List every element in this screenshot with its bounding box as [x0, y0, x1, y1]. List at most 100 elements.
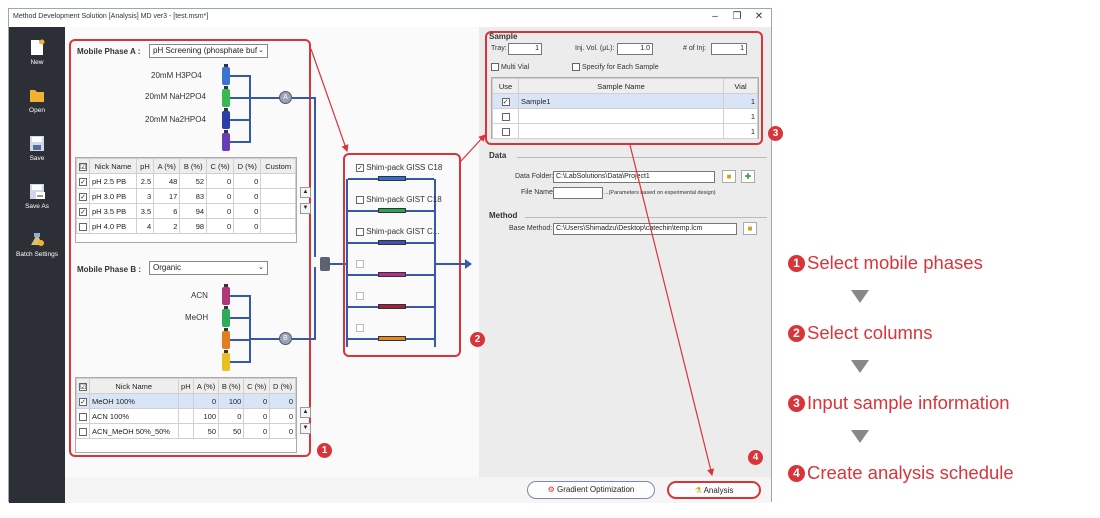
toolbar-save-as-button[interactable]: Save As: [9, 183, 65, 210]
column-1-label: ✓ Shim-pack GISS C18: [356, 163, 442, 172]
col-header[interactable]: C (%): [206, 158, 235, 174]
row-use-checkbox[interactable]: [492, 108, 519, 124]
bottle-a4-icon[interactable]: [222, 130, 230, 151]
move-up-button[interactable]: ▲: [300, 407, 311, 418]
col-header[interactable]: Sample Name: [518, 78, 724, 94]
row-checkbox[interactable]: ✓: [76, 393, 90, 409]
callout-3: 3: [768, 126, 783, 141]
col-header[interactable]: Vial: [723, 78, 758, 94]
toolbar-batch-settings-button[interactable]: Batch Settings: [9, 231, 65, 258]
gradient-optimization-button[interactable]: ⚙ Gradient Optimization: [527, 481, 655, 499]
col-header[interactable]: Use: [492, 78, 519, 94]
tray-input[interactable]: 1: [508, 43, 542, 55]
sample-name-cell[interactable]: Sample1: [518, 93, 724, 109]
col-header[interactable]: D (%): [269, 378, 296, 394]
column-5-checkbox[interactable]: [356, 291, 364, 300]
sample-heading: Sample: [489, 32, 518, 41]
column-slot-3[interactable]: Shim-pack GIST C...: [348, 225, 439, 251]
valve-b-icon: B: [279, 332, 292, 345]
minimize-button[interactable]: –: [712, 11, 718, 22]
column-5-icon: [378, 304, 406, 309]
column-slot-4[interactable]: [348, 257, 434, 283]
col-header[interactable]: Nick Name: [89, 378, 179, 394]
mixer-icon: [320, 257, 330, 271]
column-slot-6[interactable]: [348, 321, 434, 347]
mobile-phase-b-table: ☑ Nick Name pH A (%) B (%) C (%) D (%) ✓…: [75, 377, 297, 453]
toolbar-new-button[interactable]: New: [9, 39, 65, 66]
column-2-checkbox[interactable]: [356, 195, 364, 204]
vial-cell[interactable]: 1: [723, 108, 758, 124]
table-row[interactable]: 1: [492, 108, 758, 124]
num-inj-input[interactable]: 1: [711, 43, 747, 55]
column-slot-2[interactable]: Shim-pack GIST C18: [348, 193, 442, 219]
row-checkbox[interactable]: ✓: [76, 188, 90, 204]
column-1-checkbox[interactable]: ✓: [356, 163, 364, 172]
table-row[interactable]: 1: [492, 123, 758, 139]
column-slot-5[interactable]: [348, 289, 434, 315]
toolbar-save-button[interactable]: Save: [9, 135, 65, 162]
column-6-checkbox[interactable]: [356, 323, 364, 332]
col-header[interactable]: D (%): [233, 158, 262, 174]
file-name-input[interactable]: [553, 187, 603, 199]
bottle-a1-icon[interactable]: [222, 64, 230, 85]
bottle-b2-icon[interactable]: [222, 306, 230, 327]
col-header[interactable]: B (%): [179, 158, 208, 174]
row-checkbox[interactable]: [76, 423, 90, 439]
specify-each-sample-checkbox[interactable]: Specify for Each Sample: [572, 63, 659, 71]
col-header[interactable]: A (%): [153, 158, 181, 174]
row-checkbox[interactable]: ✓: [76, 203, 90, 219]
col-header[interactable]: A (%): [193, 378, 220, 394]
select-all-checkbox[interactable]: ☑: [76, 158, 90, 174]
row-checkbox[interactable]: [76, 218, 90, 234]
col-header[interactable]: C (%): [243, 378, 271, 394]
column-4-checkbox[interactable]: [356, 259, 364, 268]
mobile-phase-a-select[interactable]: pH Screening (phosphate buf⌄: [149, 44, 268, 58]
analysis-button[interactable]: ⚗ Analysis: [667, 481, 761, 499]
sample-name-cell[interactable]: [518, 123, 724, 139]
move-down-button[interactable]: ▼: [300, 423, 311, 434]
multi-vial-checkbox[interactable]: Multi Vial: [491, 63, 529, 71]
data-folder-input[interactable]: C:\LabSolutions\Data\Project1: [553, 171, 715, 183]
col-header[interactable]: pH: [135, 158, 155, 174]
inj-vol-input[interactable]: 1.0: [617, 43, 653, 55]
mobile-phase-b-select[interactable]: Organic⌄: [149, 261, 268, 275]
mobile-phase-a-table: ☑ Nick Name pH A (%) B (%) C (%) D (%) C…: [75, 157, 297, 243]
bottle-b3-icon[interactable]: [222, 328, 230, 349]
pipe: [230, 317, 250, 319]
row-checkbox[interactable]: ✓: [76, 173, 90, 189]
select-all-checkbox[interactable]: ☑: [76, 378, 90, 394]
bottle-b1-icon[interactable]: [222, 284, 230, 305]
bottle-a2-icon[interactable]: [222, 86, 230, 107]
restore-button[interactable]: ❐: [732, 11, 742, 22]
vial-cell[interactable]: 1: [723, 93, 758, 109]
move-up-button[interactable]: ▲: [300, 187, 311, 198]
col-header[interactable]: Nick Name: [89, 158, 137, 174]
column-3-checkbox[interactable]: [356, 227, 364, 236]
column-slot-1[interactable]: ✓ Shim-pack GISS C18: [348, 161, 442, 187]
col-header[interactable]: Custom: [260, 158, 296, 174]
toolbar-open-button[interactable]: Open: [9, 87, 65, 114]
row-use-checkbox[interactable]: [492, 123, 519, 139]
col-header[interactable]: B (%): [218, 378, 245, 394]
add-folder-button[interactable]: ✚: [741, 170, 755, 183]
browse-folder-button[interactable]: ■: [722, 170, 736, 183]
bottle-a3-icon[interactable]: [222, 108, 230, 129]
bottle-b4-icon[interactable]: [222, 350, 230, 371]
row-use-checkbox[interactable]: ✓: [492, 93, 519, 109]
move-down-button[interactable]: ▼: [300, 203, 311, 214]
col-header[interactable]: pH: [177, 378, 195, 394]
base-method-input[interactable]: C:\Users\Shimadzu\Desktop\catechin\temp.…: [553, 223, 737, 235]
browse-method-button[interactable]: ■: [743, 222, 757, 235]
close-button[interactable]: ✕: [754, 11, 764, 22]
vial-cell[interactable]: 1: [723, 123, 758, 139]
sample-name-cell[interactable]: [518, 108, 724, 124]
row-checkbox[interactable]: [76, 408, 90, 424]
